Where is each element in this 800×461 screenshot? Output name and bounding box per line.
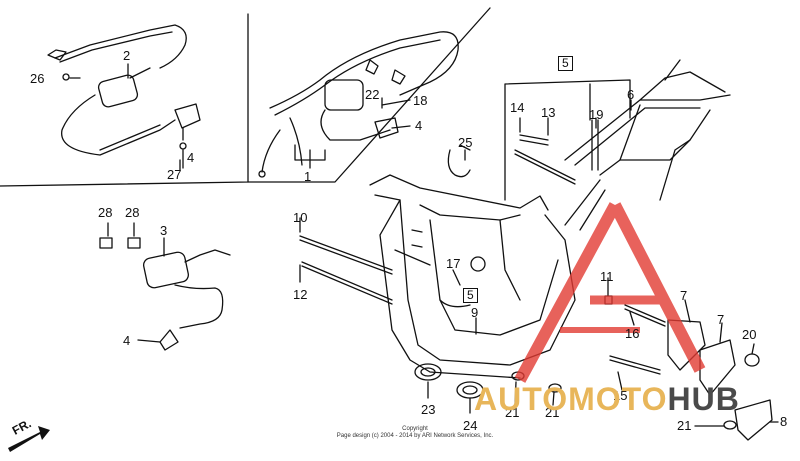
callout-22: 22	[365, 87, 380, 102]
callout-4: 4	[415, 118, 423, 133]
callout-box-5: 5	[558, 56, 573, 71]
callout-10: 10	[293, 210, 308, 225]
callout-3: 3	[160, 223, 168, 238]
panel-divider-left	[0, 13, 249, 187]
callout-21: 21	[505, 405, 520, 420]
callout-14: 14	[510, 100, 525, 115]
callout-20: 20	[742, 327, 757, 342]
callout-21: 21	[545, 405, 560, 420]
watermark-text-part2: HUB	[667, 381, 740, 417]
callout-13: 13	[541, 105, 556, 120]
front-direction-arrow	[8, 426, 50, 452]
watermark-text: AUTOMOTOHUB	[474, 381, 740, 418]
callout-28: 28	[125, 205, 140, 220]
watermark-text-part1: AUTOMOTO	[474, 381, 668, 417]
callout-23: 23	[421, 402, 436, 417]
callout-15: 15	[613, 388, 628, 403]
callout-2: 2	[123, 48, 131, 63]
watermark-logo-triangle	[514, 202, 706, 383]
callout-box-5: 5	[463, 288, 478, 303]
callout-28: 28	[98, 205, 113, 220]
copyright-notice: Copyright Page design (c) 2004 - 2014 by…	[315, 426, 515, 440]
callout-4: 4	[123, 333, 131, 348]
copyright-line-2: Page design (c) 2004 - 2014 by ARI Netwo…	[336, 433, 494, 439]
callout-25: 25	[458, 135, 473, 150]
callout-1: 1	[304, 169, 312, 184]
panel-divider-center	[247, 7, 491, 183]
callout-11: 11	[600, 269, 614, 284]
callout-6: 6	[627, 87, 635, 102]
callout-12: 12	[293, 287, 308, 302]
callout-9: 9	[471, 305, 479, 320]
callout-8: 8	[780, 414, 788, 429]
callout-7: 7	[717, 312, 725, 327]
callout-24: 24	[463, 418, 478, 433]
callout-4: 4	[187, 150, 195, 165]
callout-26: 26	[30, 71, 45, 86]
copyright-line-1: Copyright	[402, 426, 428, 432]
callout-27: 27	[167, 167, 182, 182]
callout-19: 19	[589, 107, 604, 122]
callout-16: 16	[625, 326, 640, 341]
callout-7: 7	[680, 288, 688, 303]
callout-17: 17	[446, 256, 461, 271]
callout-18: 18	[413, 93, 428, 108]
callout-21: 21	[677, 418, 692, 433]
